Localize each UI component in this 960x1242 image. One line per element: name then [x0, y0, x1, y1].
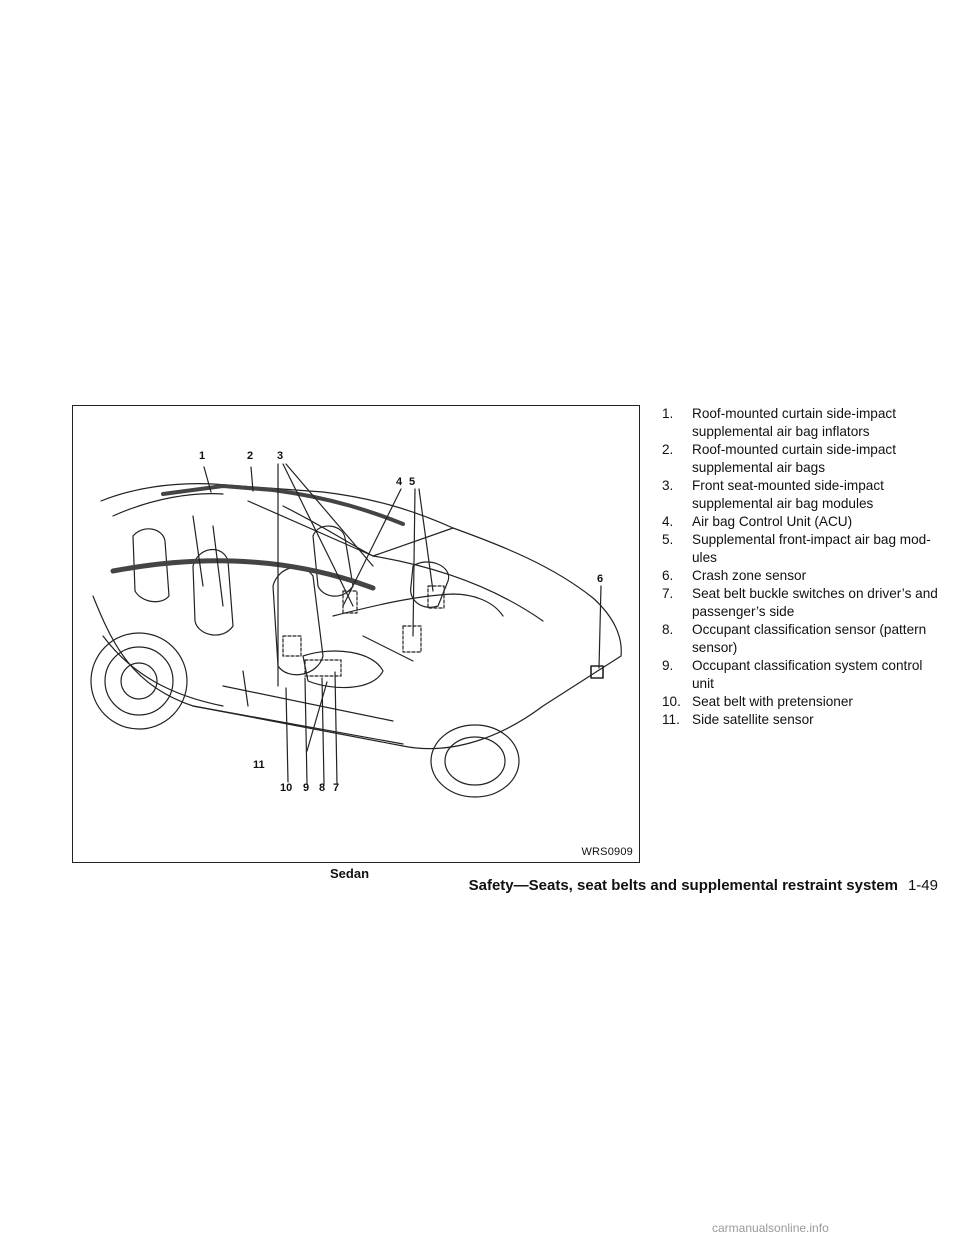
callout-10: 10: [280, 782, 293, 794]
legend-number: 7.: [662, 586, 674, 601]
legend-item: 8. Occupant classification sensor (patter…: [662, 621, 947, 657]
legend-text: Roof-mounted curtain side-impact supplem…: [692, 442, 896, 475]
callout-8: 8: [319, 782, 326, 794]
callout-11: 11: [253, 759, 265, 771]
legend-item: 5. Supplemental front-impact air bag mod-…: [662, 531, 947, 567]
legend-item: 1. Roof-mounted curtain side-impact suppl…: [662, 405, 947, 441]
legend-item: 9. Occupant classification system control…: [662, 657, 947, 693]
legend-item: 4. Air bag Control Unit (ACU): [662, 513, 947, 531]
legend-item: 11. Side satellite sensor: [662, 711, 947, 729]
legend-text: Supplemental front-impact air bag mod-ul…: [692, 532, 931, 565]
legend-text: Crash zone sensor: [692, 568, 807, 583]
callout-3: 3: [277, 450, 284, 462]
car-airbag-diagram: 1 2 3 4 5 6 7 8 9 10 11 WRS0909: [72, 405, 640, 863]
legend-number: 9.: [662, 658, 674, 673]
legend-text: Front seat-mounted side-impact supplemen…: [692, 478, 884, 511]
legend-number: 4.: [662, 514, 674, 529]
legend-text: Air bag Control Unit (ACU): [692, 514, 853, 529]
legend-text: Side satellite sensor: [692, 712, 814, 727]
callout-1: 1: [199, 450, 206, 462]
page-number: 1-49: [907, 877, 938, 894]
section-title: Safety—Seats, seat belts and supplementa…: [468, 877, 898, 894]
component-legend: 1. Roof-mounted curtain side-impact suppl…: [662, 405, 947, 729]
legend-number: 10.: [662, 694, 681, 709]
legend-number: 8.: [662, 622, 674, 637]
legend-text: Seat belt buckle switches on driver’s an…: [692, 586, 938, 619]
callout-6: 6: [597, 573, 604, 585]
legend-item: 2. Roof-mounted curtain side-impact suppl…: [662, 441, 947, 477]
legend-number: 6.: [662, 568, 674, 583]
page-footer: Safety—Seats, seat belts and supplementa…: [469, 877, 938, 894]
figure-code: WRS0909: [581, 846, 633, 858]
callout-2: 2: [247, 450, 254, 462]
watermark: carmanualsonline.info: [712, 1221, 829, 1235]
legend-text: Occupant classification system control u…: [692, 658, 923, 691]
legend-item: 3. Front seat-mounted side-impact supplem…: [662, 477, 947, 513]
legend-text: Seat belt with pretensioner: [692, 694, 853, 709]
callout-9: 9: [303, 782, 310, 794]
legend-text: Roof-mounted curtain side-impact supplem…: [692, 406, 896, 439]
callout-5: 5: [409, 476, 416, 488]
legend-number: 5.: [662, 532, 674, 547]
legend-item: 6. Crash zone sensor: [662, 567, 947, 585]
legend-item: 10. Seat belt with pretensioner: [662, 693, 947, 711]
legend-item: 7. Seat belt buckle switches on driver’s …: [662, 585, 947, 621]
legend-number: 11.: [662, 712, 680, 727]
legend-text: Occupant classification sensor (pattern …: [692, 622, 927, 655]
figure-caption: Sedan: [330, 866, 370, 881]
callout-7: 7: [333, 782, 340, 794]
callout-4: 4: [396, 476, 403, 488]
car-illustration: [90, 463, 622, 798]
legend-number: 3.: [662, 478, 674, 493]
legend-number: 2.: [662, 442, 674, 457]
legend-number: 1.: [662, 406, 674, 421]
